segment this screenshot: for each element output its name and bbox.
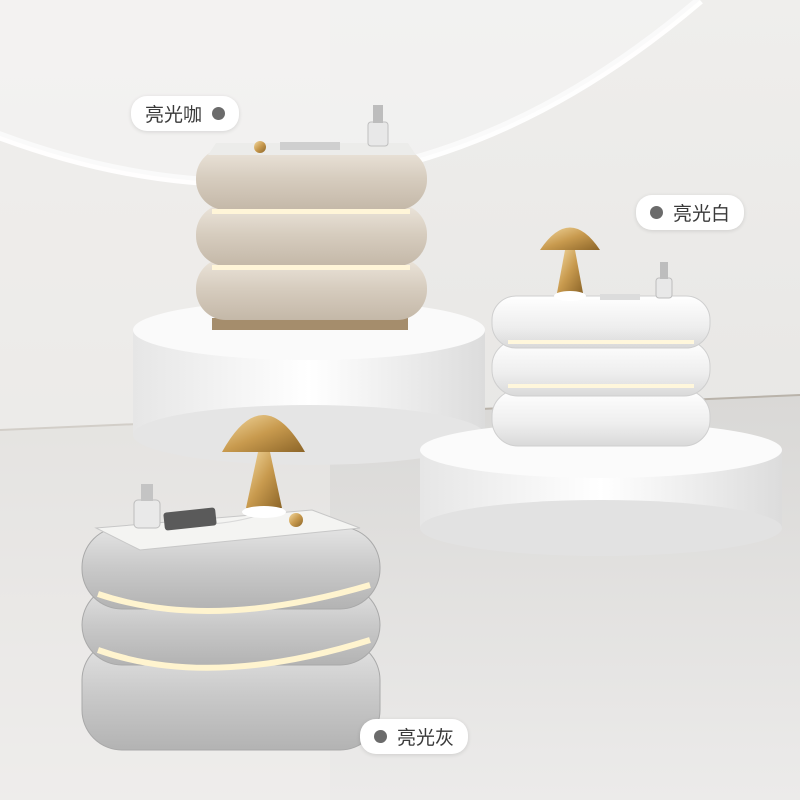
finish-label-white: 亮光白 — [636, 195, 745, 230]
gray-nightstand — [81, 415, 381, 751]
finish-label-gray-text: 亮光灰 — [397, 727, 455, 749]
finish-label-coffee: 亮光咖 — [131, 96, 240, 131]
finish-label-white-text: 亮光白 — [673, 203, 731, 225]
finish-label-gray: 亮光灰 — [360, 719, 469, 754]
bullet-dot-icon — [374, 730, 387, 743]
coffee-nightstand — [196, 105, 427, 330]
white-nightstand — [491, 227, 711, 447]
finish-label-coffee-text: 亮光咖 — [145, 104, 203, 126]
bullet-dot-icon — [650, 206, 663, 219]
bullet-dot-icon — [212, 107, 226, 120]
